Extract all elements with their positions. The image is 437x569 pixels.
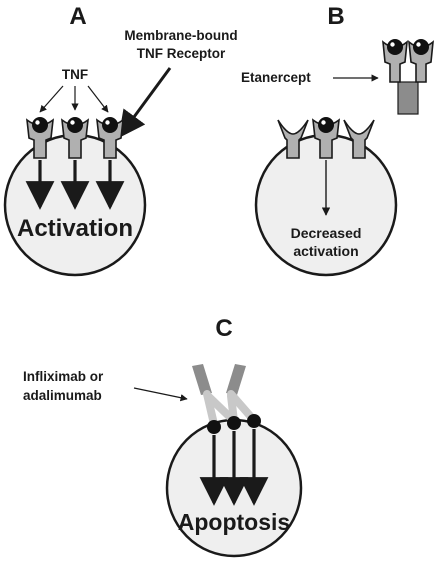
tnf-arrow-left xyxy=(39,85,64,113)
etanercept-molecule xyxy=(382,39,434,115)
panel-a-letter: A xyxy=(69,3,86,30)
receptor-label-line1: Membrane-bound xyxy=(124,28,237,43)
tnf-ligand-icon xyxy=(413,39,429,55)
receptor-a1 xyxy=(25,117,55,159)
panel-a: A Membrane-bound TNF Receptor TNF xyxy=(3,3,238,277)
antibody-label-line1: Infliximab or xyxy=(23,369,104,384)
decreased-label: Decreased xyxy=(291,225,362,241)
receptor-b1 xyxy=(277,119,309,159)
receptor-label-line2: TNF Receptor xyxy=(137,46,226,61)
tnf-ligand-icon xyxy=(318,117,334,133)
panel-b-letter: B xyxy=(327,3,344,30)
antibody-molecule xyxy=(192,364,256,428)
antibody-label-line2: adalimumab xyxy=(23,388,102,403)
receptor-a3 xyxy=(95,117,125,159)
tnf-ligand-icon xyxy=(207,420,221,434)
receptor-b2 xyxy=(311,117,341,159)
apoptosis-label: Apoptosis xyxy=(178,509,290,535)
activation-label-b: activation xyxy=(293,243,358,259)
tnf-ligand-icon xyxy=(247,414,261,428)
tnf-arrow-right xyxy=(87,85,109,113)
receptor-a2 xyxy=(60,117,90,159)
tnf-label: TNF xyxy=(62,67,88,82)
antibody-heavy-chain-right xyxy=(226,364,246,395)
receptor-pointer-arrow xyxy=(118,67,172,139)
panel-b: B Etanercept Decreased activ xyxy=(241,3,434,277)
antibody-arrow xyxy=(133,387,188,402)
tnf-ligand-icon xyxy=(32,117,48,133)
panel-c-letter: C xyxy=(215,315,232,342)
tnf-ligand-icon xyxy=(102,117,118,133)
etanercept-label: Etanercept xyxy=(241,70,311,85)
antibody-heavy-chain-left xyxy=(192,364,212,395)
tnf-ligand-icon xyxy=(227,416,241,430)
panel-c: C Infliximab or adalimumab Apoptosis xyxy=(23,315,303,558)
tnf-ligand-icon xyxy=(67,117,83,133)
receptor-b3 xyxy=(343,119,375,159)
tnf-ligand-icon xyxy=(387,39,403,55)
activation-label: Activation xyxy=(17,215,133,242)
